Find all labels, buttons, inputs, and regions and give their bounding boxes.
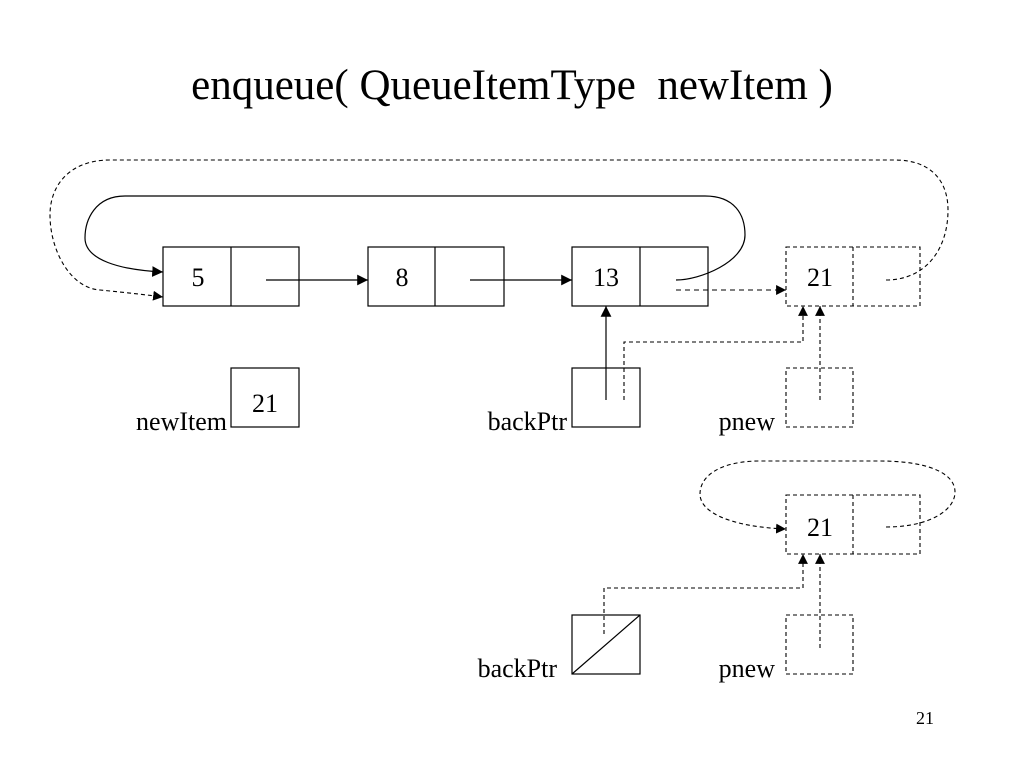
back-ptr-arrow-bottom-dashed (603, 554, 808, 634)
pnew-label-top: pnew (719, 407, 776, 436)
bottom-node-21-value: 21 (807, 513, 833, 542)
slide-number: 21 (916, 708, 934, 728)
node-5: 5 (162, 246, 300, 307)
node-13: 13 (571, 246, 709, 307)
back-ptr-label-bottom: backPtr (478, 654, 558, 683)
node-8-value: 8 (396, 263, 409, 292)
slide-title: enqueue( QueueItemType newItem ) (191, 62, 833, 109)
back-ptr-box-bottom-null (571, 614, 641, 675)
node-13-value: 13 (593, 263, 619, 292)
back-ptr-label-top: backPtr (488, 407, 568, 436)
back-ptr-arrow-to-21-dashed (623, 306, 808, 400)
new-node-21: 21 (785, 246, 921, 307)
node-8: 8 (367, 246, 505, 307)
circular-link-solid (84, 195, 746, 281)
bottom-node-21: 21 (785, 494, 921, 555)
node-5-value: 5 (192, 263, 205, 292)
new-item-value: 21 (252, 389, 278, 418)
pnew-label-bottom: pnew (719, 654, 776, 683)
new-item-label: newItem (136, 407, 227, 436)
circular-link-dashed (49, 159, 949, 301)
new-item-box: 21 (230, 367, 300, 428)
new-node-21-value: 21 (807, 263, 833, 292)
